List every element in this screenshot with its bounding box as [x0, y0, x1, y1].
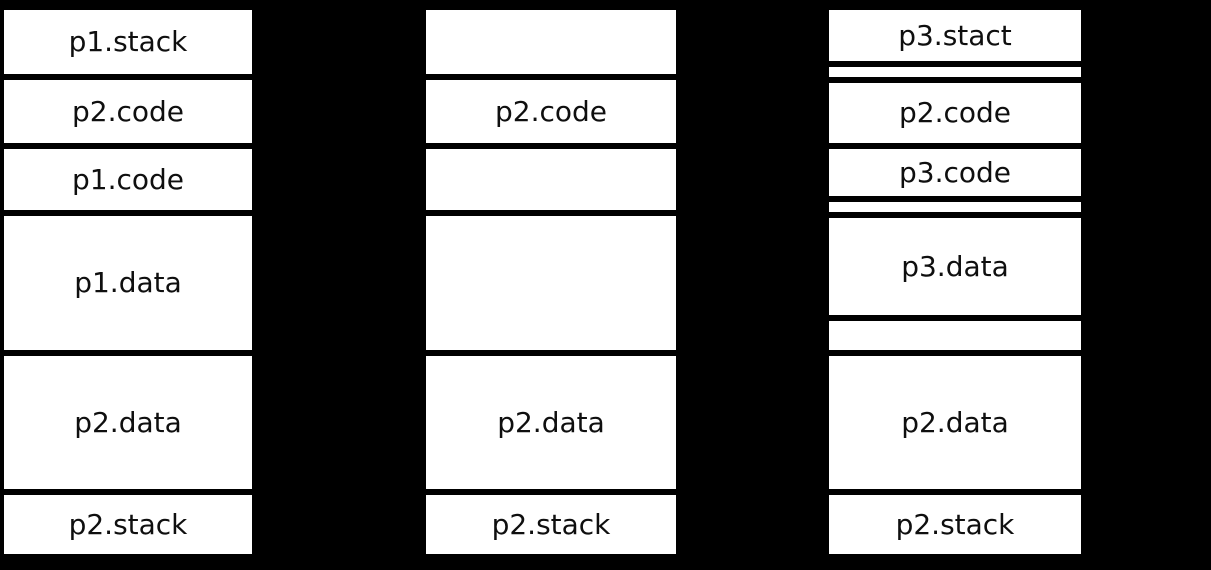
- memory-block-label: p2.data: [497, 405, 605, 439]
- memory-block-empty: [424, 213, 678, 353]
- memory-column-1: p1.stack p2.code p1.code p1.data p2.data p2.s…: [2, 8, 254, 556]
- memory-block-label: p2.data: [901, 405, 1009, 439]
- memory-block: p2.data: [827, 353, 1083, 492]
- memory-column-3: p3.stact p2.code p3.code p3.data p2.data p2.s…: [827, 8, 1083, 556]
- memory-block: p3.data: [827, 215, 1083, 318]
- memory-block: p2.data: [2, 353, 254, 492]
- memory-block: p2.code: [2, 77, 254, 146]
- memory-block: p2.stack: [2, 492, 254, 556]
- memory-block-label: p1.code: [71, 162, 184, 196]
- memory-block: p2.code: [424, 77, 678, 146]
- memory-block-label: p1.data: [74, 266, 182, 299]
- memory-block-empty: [827, 199, 1083, 215]
- memory-block: p3.stact: [827, 8, 1083, 64]
- memory-block: p1.code: [2, 146, 254, 213]
- memory-block-empty: [424, 8, 678, 77]
- memory-block-empty: [827, 64, 1083, 80]
- memory-block-label: p2.data: [74, 405, 182, 439]
- memory-column-2: p2.code p2.data p2.stack: [424, 8, 678, 556]
- memory-block-label: p3.stact: [898, 18, 1012, 52]
- memory-block: p3.code: [827, 146, 1083, 199]
- memory-block-empty: [827, 318, 1083, 353]
- memory-block-empty: [424, 146, 678, 213]
- memory-block: p1.stack: [2, 8, 254, 77]
- memory-block-label: p1.stack: [68, 25, 188, 58]
- memory-block-label: p2.stack: [895, 507, 1015, 541]
- memory-block-label: p2.code: [71, 94, 184, 128]
- memory-block-label: p3.code: [898, 155, 1011, 189]
- memory-block-label: p2.code: [494, 94, 607, 128]
- memory-block-label: p2.code: [898, 96, 1011, 129]
- memory-block: p2.data: [424, 353, 678, 492]
- memory-block-label: p3.data: [901, 249, 1009, 283]
- memory-block-label: p2.stack: [68, 507, 188, 541]
- memory-block: p2.stack: [827, 492, 1083, 556]
- memory-block: p2.code: [827, 80, 1083, 146]
- memory-block: p2.stack: [424, 492, 678, 556]
- memory-block-label: p2.stack: [491, 507, 611, 541]
- memory-block: p1.data: [2, 213, 254, 353]
